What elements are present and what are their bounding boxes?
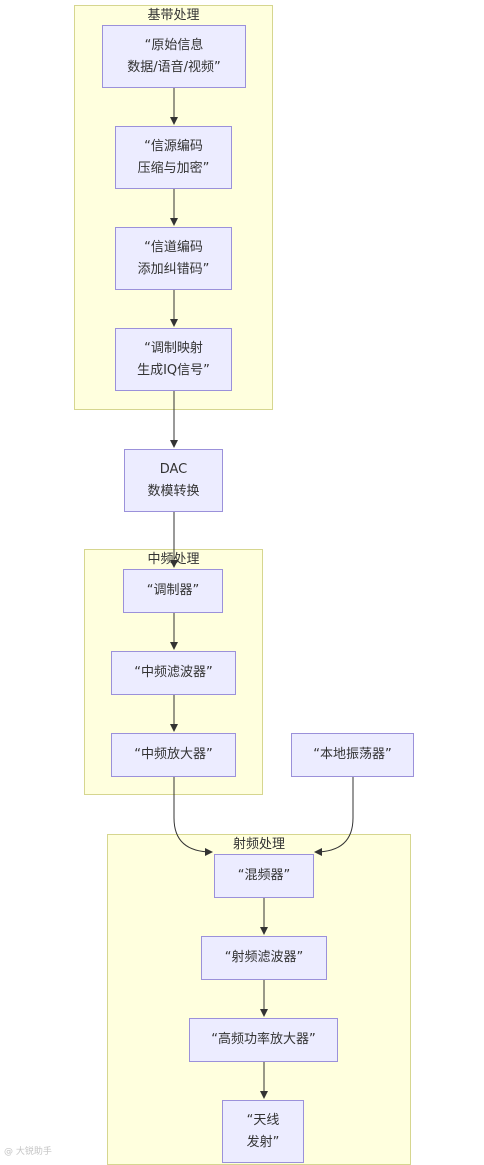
- node-channel-coding-line2: 添加纠错码”: [137, 261, 210, 277]
- node-if-amplifier-label: “中频放大器”: [134, 747, 213, 762]
- node-rf-filter: “射频滤波器”: [201, 936, 327, 980]
- cluster-rf-title: 射频处理: [232, 837, 285, 852]
- node-antenna-line1: “天线: [246, 1112, 280, 1128]
- cluster-if-title: 中频处理: [147, 552, 200, 567]
- node-source-line2: 数据/语音/视频”: [127, 59, 221, 75]
- node-hf-power-amplifier: “高频功率放大器”: [189, 1018, 338, 1062]
- node-if-filter: “中频滤波器”: [111, 651, 236, 695]
- cluster-baseband-title: 基带处理: [147, 8, 200, 23]
- node-local-oscillator-label: “本地振荡器”: [313, 747, 392, 762]
- node-antenna: “天线 发射”: [222, 1100, 304, 1163]
- node-modulation-mapping-line2: 生成IQ信号”: [137, 362, 210, 378]
- node-dac-line1: DAC: [159, 461, 188, 477]
- node-source-line1: “原始信息: [144, 37, 204, 53]
- node-mixer-label: “混频器”: [237, 868, 291, 883]
- node-local-oscillator: “本地振荡器”: [291, 733, 414, 777]
- node-modulator-label: “调制器”: [146, 583, 200, 598]
- node-if-filter-label: “中频滤波器”: [134, 665, 213, 680]
- node-rf-filter-label: “射频滤波器”: [224, 950, 304, 965]
- node-antenna-line2: 发射”: [246, 1134, 280, 1150]
- node-modulation-mapping: “调制映射 生成IQ信号”: [115, 328, 232, 391]
- node-source-coding-line2: 压缩与加密”: [137, 160, 210, 176]
- node-modulator: “调制器”: [123, 569, 223, 613]
- node-hf-power-amplifier-label: “高频功率放大器”: [211, 1032, 316, 1047]
- node-source-coding: “信源编码 压缩与加密”: [115, 126, 232, 189]
- node-if-amplifier: “中频放大器”: [111, 733, 236, 777]
- node-dac-line2: 数模转换: [147, 483, 200, 499]
- node-dac: DAC 数模转换: [124, 449, 223, 512]
- node-modulation-mapping-line1: “调制映射: [144, 340, 203, 356]
- watermark-text: @ 大锐助手: [4, 1147, 52, 1157]
- node-source-coding-line1: “信源编码: [144, 138, 203, 154]
- node-source: “原始信息 数据/语音/视频”: [102, 25, 246, 88]
- node-channel-coding-line1: “信道编码: [144, 239, 203, 255]
- node-channel-coding: “信道编码 添加纠错码”: [115, 227, 232, 290]
- node-mixer: “混频器”: [214, 854, 314, 898]
